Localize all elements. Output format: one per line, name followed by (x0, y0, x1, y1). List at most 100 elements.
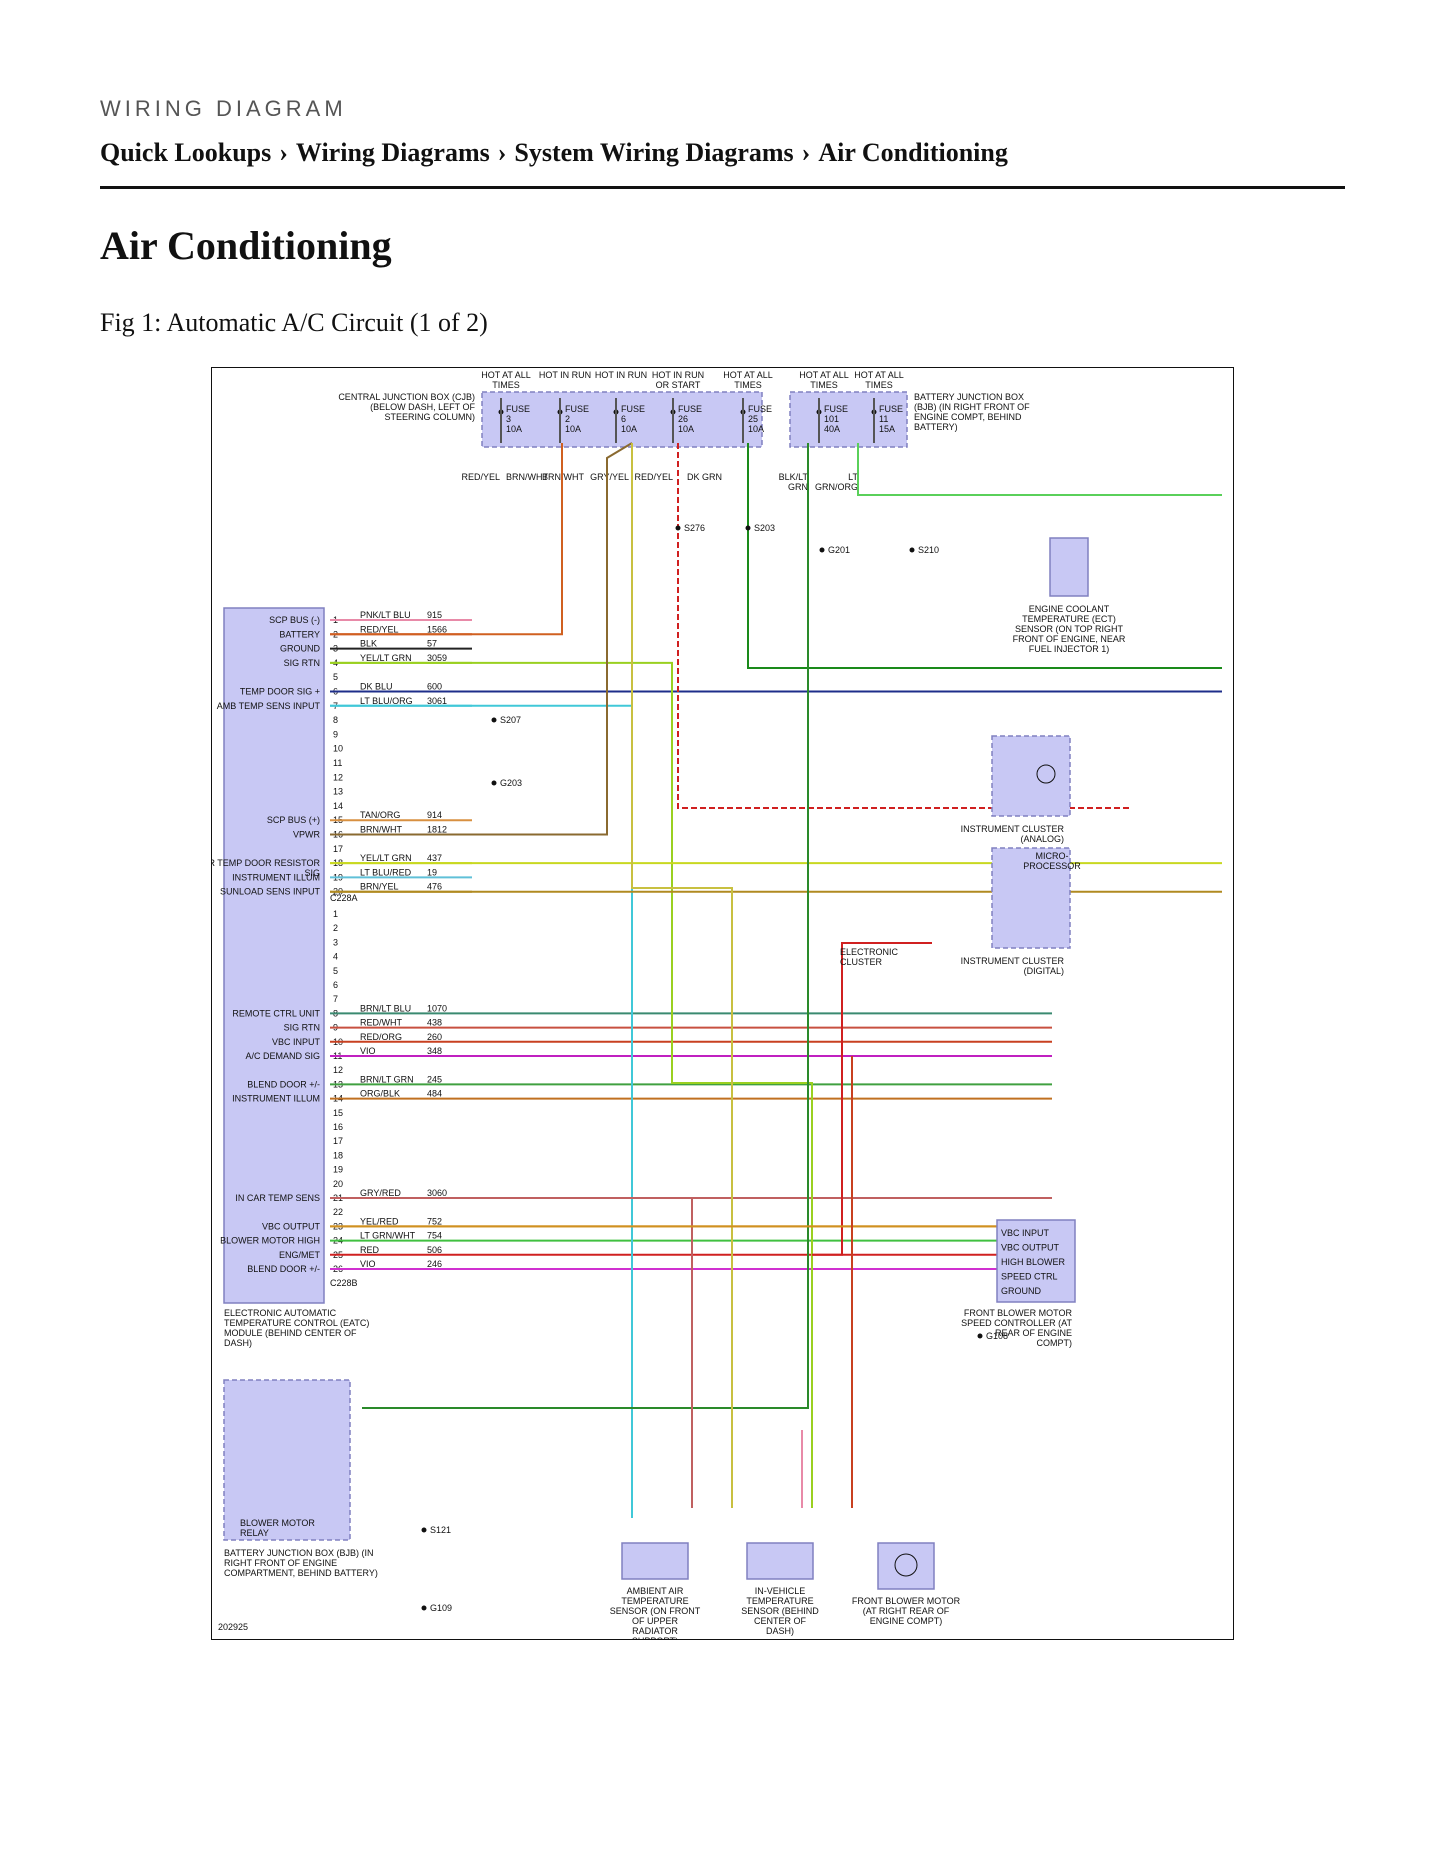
fuse-rating: 40A (824, 424, 840, 434)
in-vehicle-sensor-label: CENTER OF (754, 1616, 807, 1626)
eatc-module-label: ELECTRONIC AUTOMATIC (224, 1308, 337, 1318)
fuse-number: 3 (506, 414, 511, 424)
eatc-pin-function: BLEND DOOR +/- (247, 1079, 320, 1089)
power-status-label: TIMES (492, 380, 520, 390)
circuit-number: 437 (427, 853, 442, 863)
fuse-rating: 10A (506, 424, 522, 434)
circuit-number: 1070 (427, 1003, 447, 1013)
eatc-pin-function: INSTRUMENT ILLUM (232, 872, 320, 882)
pin-number: 1 (333, 909, 338, 919)
wire-color-label: BLK (360, 639, 377, 649)
circuit-number: 752 (427, 1216, 442, 1226)
wire-color-label: PNK/LT BLU (360, 610, 411, 620)
wire-color-label: RED/ORG (360, 1032, 402, 1042)
power-status-label: OR START (656, 380, 701, 390)
micro-processor-label: MICRO- (1036, 851, 1069, 861)
breadcrumb-item-wiring-diagrams[interactable]: Wiring Diagrams (295, 138, 490, 167)
bjb-label: BATTERY JUNCTION BOX (914, 392, 1024, 402)
breadcrumb-item-quick-lookups[interactable]: Quick Lookups (100, 138, 272, 167)
fuse-number: 101 (824, 414, 839, 424)
red-yel-cluster-wire (677, 443, 1132, 809)
ambient-sensor-box (621, 1542, 689, 1580)
eatc-pin-function: BLOWER MOTOR HIGH (220, 1236, 320, 1246)
central-junction-box (481, 391, 763, 448)
pin-number: 11 (333, 758, 342, 768)
blower-relay-label: BLOWER MOTOR (240, 1518, 315, 1528)
breadcrumb: Quick Lookups›Wiring Diagrams›System Wir… (100, 138, 1008, 168)
pin-number: 22 (333, 1207, 343, 1217)
ambient-sensor-label: TEMPERATURE (621, 1596, 688, 1606)
ect-indicator-icon (1036, 764, 1056, 784)
ect-sensor-label: ENGINE COOLANT (1029, 604, 1110, 614)
power-status-label: HOT AT ALL (854, 370, 904, 380)
blower-speed-controller-box (996, 1219, 1076, 1303)
pin-number: 4 (333, 952, 338, 962)
splice-point (491, 780, 497, 786)
fuse-name: FUSE (621, 404, 645, 414)
ambient-sensor-label: SUPPORT) (632, 1636, 678, 1639)
eatc-pin-function: SCP BUS (-) (269, 615, 320, 625)
power-status-label: HOT IN RUN (595, 370, 647, 380)
circuit-number: 19 (427, 867, 437, 877)
controller-pin-label: VBC INPUT (1001, 1228, 1050, 1238)
blower-relay-label: RELAY (240, 1528, 269, 1538)
fuse-number: 6 (621, 414, 626, 424)
bjb-relay-label: RIGHT FRONT OF ENGINE (224, 1558, 337, 1568)
blower-relay-box (223, 1379, 351, 1541)
dk-grn-wire (747, 443, 1222, 669)
eatc-pin-function: AMB TEMP SENS INPUT (217, 701, 321, 711)
power-status-label: TIMES (810, 380, 838, 390)
blk-lt-grn-wire (362, 443, 809, 1409)
power-status-label: HOT AT ALL (723, 370, 773, 380)
circuit-number: 246 (427, 1259, 442, 1269)
fuse-number: 25 (748, 414, 758, 424)
circuit-number: 245 (427, 1074, 442, 1084)
fuse-name: FUSE (879, 404, 903, 414)
page-eyebrow: WIRING DIAGRAM (100, 96, 347, 121)
yel-lt-grn-wire (330, 661, 813, 1508)
pin-number: 8 (333, 715, 338, 725)
breadcrumb-item-system-wiring-diagrams[interactable]: System Wiring Diagrams (514, 138, 794, 167)
fuse-wire-label: BLK/LT (779, 472, 809, 482)
blower-controller-label: COMPT) (1037, 1338, 1073, 1348)
ect-sensor-label: FRONT OF ENGINE, NEAR (1013, 634, 1126, 644)
ect-sensor-box (1049, 537, 1089, 597)
eatc-module-label: TEMPERATURE CONTROL (EATC) (224, 1318, 369, 1328)
splice-point (675, 525, 681, 531)
eatc-pin-function: SCP BUS (+) (267, 815, 320, 825)
eatc-pin-function: AIR TEMP DOOR RESISTOR (212, 858, 320, 868)
pin-number: 20 (333, 1179, 343, 1189)
wiring-diagram-canvas: CENTRAL JUNCTION BOX (CJB)(BELOW DASH, L… (212, 370, 1222, 1639)
eatc-pin-function: ENG/MET (279, 1250, 321, 1260)
blower-motor-label: FRONT BLOWER MOTOR (852, 1596, 961, 1606)
fuse-name: FUSE (565, 404, 589, 414)
ambient-sensor-label: AMBIENT AIR (627, 1586, 684, 1596)
eatc-pin-function: GROUND (280, 644, 320, 654)
splice-point (491, 717, 497, 723)
wire-color-label: BRN/WHT (360, 825, 402, 835)
fuse-wire-label: LT (848, 472, 858, 482)
pin-number: 5 (333, 672, 338, 682)
pin-number: 9 (333, 729, 338, 739)
pin-number: 12 (333, 772, 343, 782)
eatc-pin-function: BATTERY (279, 629, 320, 639)
controller-pin-label: GROUND (1001, 1286, 1041, 1296)
wire-color-label: RED (360, 1245, 380, 1255)
red-yel-fuse3-wire (330, 443, 563, 636)
instrument-cluster-analog-box (991, 735, 1071, 817)
breadcrumb-item-air-conditioning[interactable]: Air Conditioning (818, 138, 1008, 167)
eatc-pin-function: SIG RTN (284, 1023, 320, 1033)
splice-id: S207 (500, 715, 521, 725)
cluster-digital-label: INSTRUMENT CLUSTER (961, 956, 1065, 966)
splice-id: G108 (986, 1331, 1008, 1341)
fuse-number: 2 (565, 414, 570, 424)
bjb-relay-label: COMPARTMENT, BEHIND BATTERY) (224, 1568, 378, 1578)
pin-number: 13 (333, 787, 343, 797)
circuit-number: 1566 (427, 624, 447, 634)
eatc-pin-function: BLEND DOOR +/- (247, 1264, 320, 1274)
fuse-wire-label: DK GRN (687, 472, 722, 482)
fuse-number: 26 (678, 414, 688, 424)
wire-color-label: YEL/RED (360, 1216, 399, 1226)
battery-junction-box (789, 391, 908, 448)
circuit-number: 506 (427, 1245, 442, 1255)
